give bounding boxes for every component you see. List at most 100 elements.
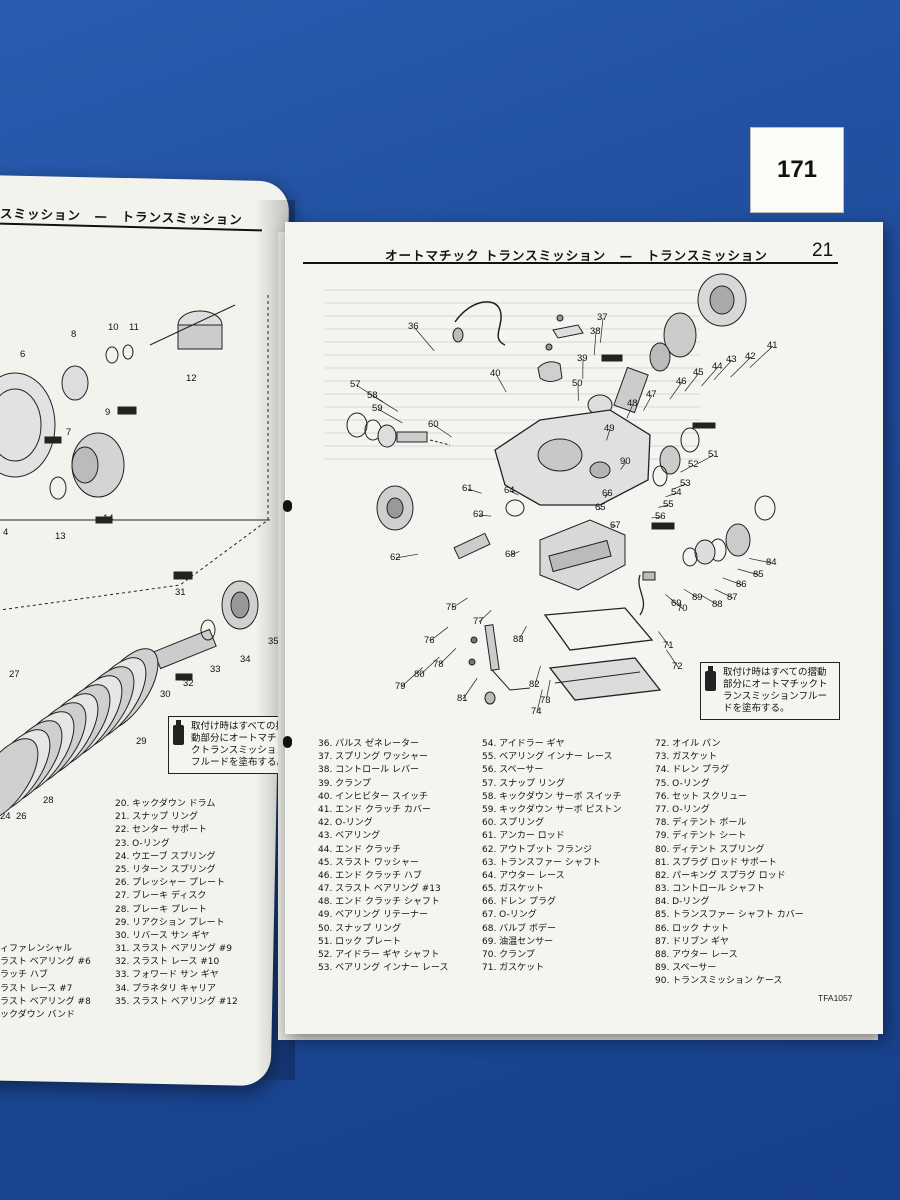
callout-77: 77 [473, 616, 484, 627]
leader-line [722, 577, 743, 586]
leader-line [658, 631, 670, 647]
callout-38: 38 [590, 326, 601, 337]
clutch-plate [0, 738, 39, 822]
parts-list-item: 70. クランプ [482, 950, 535, 960]
callout-44: 44 [712, 361, 723, 372]
parts-list-item: 76. セット スクリュー [655, 791, 748, 802]
callout-56: 56 [655, 511, 666, 522]
parts-list-item: 21. スナップ リング [115, 812, 199, 823]
callout-6: 6 [20, 349, 26, 360]
callout-9: 9 [105, 407, 111, 418]
parts-list-item: 38. コントロール レバー [318, 765, 420, 776]
leader-line [701, 595, 719, 606]
callout-66: 66 [602, 488, 613, 499]
leader-line [666, 649, 679, 668]
parts-list-item: 50. スナップ リング [318, 923, 402, 934]
callout-70: 70 [677, 603, 688, 614]
callout-78: 78 [433, 659, 444, 670]
parts-list-item: ィファレンシャル [0, 944, 73, 954]
callout-31: 31 [175, 587, 186, 598]
right-page [285, 222, 883, 1034]
callout-82: 82 [529, 679, 540, 690]
callout-40: 40 [490, 368, 501, 379]
callout-84: 84 [766, 557, 777, 568]
parts-list-item: 35. スラスト ベアリング #12 [115, 996, 238, 1007]
lot-number-sticker: 171 [750, 127, 844, 213]
page-number: 21 [812, 240, 834, 261]
callout-75: 75 [446, 602, 457, 613]
right-note-text: 取付け時はすべての摺動部分にオートマチックトランスミッションフルードを塗布する。 [723, 667, 828, 714]
parts-list-item: 72. オイル パン [655, 739, 721, 749]
parts-list-item: 61. アンカー ロッド [482, 831, 565, 842]
parts-list-item: 83. コントロール シャフト [655, 884, 766, 895]
parts-list-item: 60. スプリング [482, 818, 545, 829]
callout-69: 69 [671, 598, 682, 609]
leader-line [478, 514, 492, 517]
parts-list-item: 22. センター サポート [115, 825, 208, 836]
parts-list-item: 52. アイドラー ギヤ シャフト [318, 950, 440, 960]
callout-71: 71 [663, 640, 674, 651]
parts-list-item: 43. ベアリング [318, 831, 381, 842]
leader-line [593, 331, 597, 356]
parts-list-item: 36. パルス ゼネレーター [318, 739, 420, 749]
parts-list-item: 32. スラスト レース #10 [115, 957, 220, 968]
leader-line [598, 507, 602, 511]
callout-51: 51 [708, 449, 719, 460]
callout-63: 63 [473, 509, 484, 520]
callout-81: 81 [457, 693, 468, 704]
leader-line [730, 356, 752, 378]
callout-57: 57 [350, 379, 361, 390]
leader-line [510, 551, 520, 556]
leader-line [683, 588, 699, 599]
parts-list-item: 59. キックダウン サーボ ピストン [482, 804, 622, 815]
callout-35: 35 [268, 636, 279, 647]
leader-line [518, 626, 527, 641]
parts-list-item: 78. ディテント ボール [655, 818, 747, 829]
callout-54: 54 [671, 487, 682, 498]
callout-48: 48 [627, 398, 638, 409]
leader-line [604, 493, 609, 498]
parts-list-item: 39. クランプ [318, 778, 371, 789]
callout-58: 58 [367, 390, 378, 401]
parts-list-item: 73. ガスケット [655, 752, 718, 763]
parts-list-item: ックダウン バンド [0, 1009, 75, 1020]
parts-list-item: 27. ブレーキ ディスク [115, 891, 207, 902]
leader-line [697, 454, 715, 464]
parts-list-item: 84. D-リング [655, 897, 710, 908]
parts-list-item: 28. ブレーキ プレート [115, 904, 208, 915]
leader-line [673, 483, 687, 490]
leader-line [400, 667, 423, 688]
leader-line [658, 504, 670, 508]
parts-list-item: 68. バルブ ボデー [482, 923, 557, 934]
parts-list-item: 75. O-リング [655, 778, 710, 789]
parts-list-item: 42. O-リング [318, 818, 373, 829]
callout-65: 65 [595, 502, 606, 513]
leader-line [462, 677, 478, 700]
callout-11: 11 [129, 322, 139, 333]
leader-line [536, 689, 543, 713]
parts-list-item: 79. ディテント シート [655, 831, 747, 842]
parts-list-item: 41. エンド クラッチ カバー [318, 804, 431, 815]
parts-list-item: 64. アウター レース [482, 870, 565, 881]
callout-13: 13 [55, 531, 66, 542]
leader-line [714, 588, 734, 599]
leader-line [451, 597, 468, 609]
parts-list-item: 34. プラネタリ キャリア [115, 983, 217, 994]
leader-line [670, 598, 684, 610]
callout-61: 61 [462, 483, 473, 494]
callout-4: 4 [3, 527, 9, 538]
callout-89: 89 [692, 592, 703, 603]
leader-line [665, 492, 678, 498]
leader-line [419, 656, 440, 676]
parts-list-item: 23. O-リング [115, 838, 170, 849]
callout-49: 49 [604, 423, 615, 434]
binder-hole [283, 500, 292, 512]
leader-line [534, 665, 541, 686]
callout-12: 12 [186, 373, 197, 384]
left-note-text: 取付け時はすべての摺動部分にオートマチックトランスミッションフルードを塗布する。 [191, 721, 287, 768]
parts-list-item: 29. リアクション プレート [115, 917, 225, 928]
